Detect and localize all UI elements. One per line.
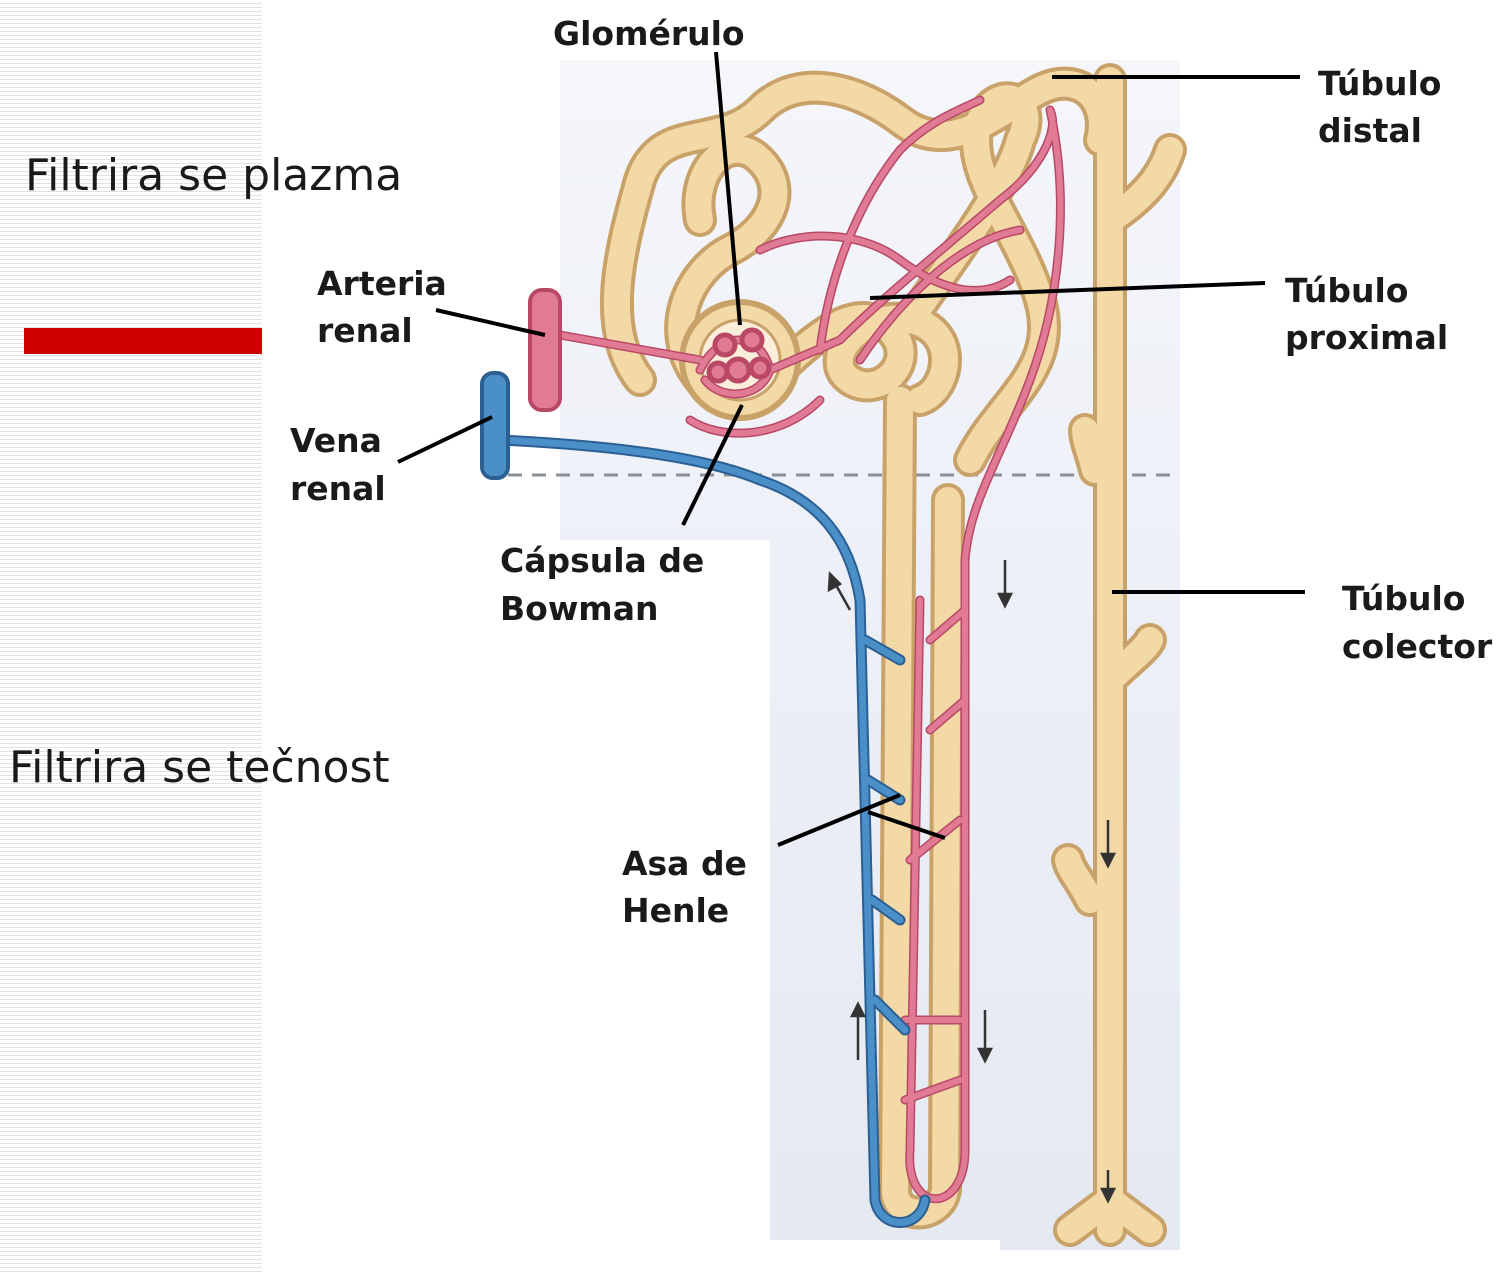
label-tubulo-proximal-line1: Túbulo — [1285, 271, 1408, 310]
label-capsula-bowman-line2: Bowman — [500, 589, 658, 628]
label-asa-henle-line1: Asa de — [622, 844, 747, 883]
label-glomerulo: Glomérulo — [553, 14, 745, 53]
label-asa-henle-line2: Henle — [622, 891, 729, 930]
label-tubulo-proximal-line2: proximal — [1285, 318, 1448, 357]
label-tubulo-colector-line2: colector — [1342, 627, 1493, 666]
label-vena-renal-line1: Vena — [290, 421, 382, 460]
slide-text-filtrira-tecnost: Filtrira se tečnost — [9, 742, 390, 793]
label-arteria-renal-line2: renal — [317, 311, 413, 350]
slide-text-filtrira-plazma: Filtrira se plazma — [25, 150, 402, 201]
renal-vein-vessel — [482, 373, 508, 478]
label-tubulo-distal-line2: distal — [1318, 111, 1422, 150]
label-arteria-renal-line1: Arteria — [317, 264, 447, 303]
label-vena-renal-line2: renal — [290, 469, 386, 508]
label-tubulo-colector-line1: Túbulo — [1342, 579, 1465, 618]
label-tubulo-distal-line1: Túbulo — [1318, 64, 1441, 103]
label-capsula-bowman-line1: Cápsula de — [500, 541, 704, 580]
renal-artery-vessel — [530, 290, 560, 410]
